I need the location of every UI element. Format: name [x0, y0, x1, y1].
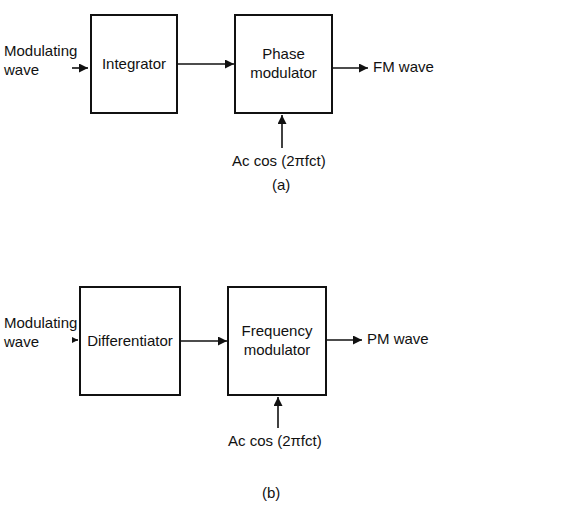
- process-box: Frequency modulator: [227, 286, 327, 396]
- signal-label: Modulating wave: [4, 314, 72, 352]
- signal-connector: [181, 340, 227, 342]
- figure-tag: (b): [262, 484, 280, 503]
- input-wire: [72, 67, 88, 69]
- signal-label: FM wave: [373, 58, 434, 77]
- box-label: Differentiator: [87, 332, 173, 351]
- carrier-wire: [281, 115, 283, 148]
- input-wire: [72, 339, 78, 341]
- box-label: Integrator: [102, 55, 166, 74]
- process-box: Integrator: [90, 14, 178, 114]
- signal-label: Ac cos (2πfct): [232, 152, 326, 171]
- output-wire: [333, 67, 368, 69]
- box-label: Phase modulator: [242, 45, 325, 83]
- box-label: Frequency modulator: [235, 322, 319, 360]
- process-box: Differentiator: [79, 286, 181, 396]
- signal-label: PM wave: [367, 330, 429, 349]
- carrier-wire: [277, 397, 279, 428]
- signal-connector: [178, 63, 234, 65]
- output-wire: [327, 339, 362, 341]
- process-box: Phase modulator: [234, 14, 333, 114]
- signal-label: Modulating wave: [4, 42, 72, 80]
- signal-label: Ac cos (2πfct): [228, 432, 322, 451]
- figure-tag: (a): [272, 176, 290, 195]
